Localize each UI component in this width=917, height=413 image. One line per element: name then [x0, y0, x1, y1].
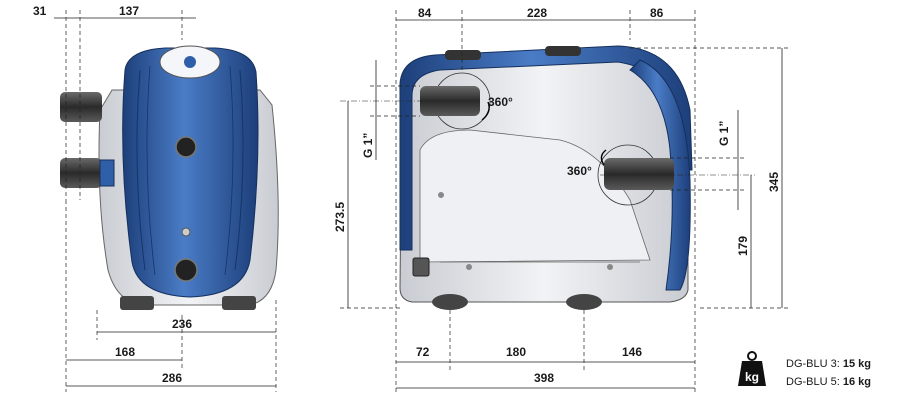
weight-line-1: DG-BLU 3: 15 kg	[786, 358, 871, 370]
dim-right-bottom-d: 398	[534, 371, 554, 385]
weight-line-2: DG-BLU 5: 16 kg	[786, 376, 871, 388]
front-foot-left	[120, 296, 154, 310]
dim-right-top-c: 86	[650, 6, 664, 20]
weight-value-1: 15 kg	[842, 358, 871, 370]
side-fitting-lower	[604, 158, 674, 190]
dim-right-bottom-b: 180	[506, 345, 526, 359]
front-control-knob	[184, 56, 196, 68]
rotation-arrow-lower	[600, 149, 607, 166]
side-view: 360° 360°	[399, 45, 693, 310]
dim-left-top-a: 31	[33, 4, 47, 18]
front-plug-upper	[175, 136, 197, 158]
dim-right-top-b: 228	[527, 6, 547, 20]
dim-thread-left: G 1”	[361, 133, 375, 158]
side-dimensions: 84 228 86 G 1” 273.5 G 1” 179 345 72 180…	[333, 6, 790, 395]
front-fitting-lower	[60, 158, 102, 188]
dim-right-height-a: 273.5	[333, 202, 347, 232]
weight-model-2: DG-BLU 5:	[786, 376, 843, 388]
rotation-label-upper: 360°	[488, 95, 513, 109]
weight-value-2: 16 kg	[842, 376, 871, 388]
dim-right-height-c: 179	[736, 236, 750, 256]
front-foot-right	[222, 296, 256, 310]
dim-right-bottom-a: 72	[416, 345, 430, 359]
dim-left-top-b: 137	[119, 4, 139, 18]
rotation-arrow-upper	[481, 101, 490, 121]
dim-thread-right: G 1”	[717, 121, 731, 146]
dim-right-bottom-c: 146	[622, 345, 642, 359]
dim-right-top-a: 84	[418, 6, 432, 20]
side-foot-right	[566, 294, 602, 310]
side-inner-panel	[419, 129, 651, 263]
weight-icon-label: kg	[745, 370, 759, 384]
front-fitting-upper	[60, 92, 102, 122]
dim-left-bottom-a: 236	[172, 317, 192, 331]
front-screw	[181, 227, 191, 237]
side-switch	[412, 257, 430, 277]
side-foot-left	[432, 294, 468, 310]
weight-icon: kg	[738, 351, 766, 386]
front-blue-body	[122, 47, 259, 298]
dim-left-bottom-b: 168	[115, 345, 135, 359]
rotation-label-lower: 360°	[567, 164, 592, 178]
dim-right-height-b: 345	[767, 172, 781, 192]
front-plug-lower	[174, 258, 198, 282]
side-blue-back	[629, 59, 691, 291]
dim-left-bottom-c: 286	[162, 371, 182, 385]
weight-model-1: DG-BLU 3:	[786, 358, 843, 370]
front-view	[60, 45, 279, 310]
front-dimensions: 31 137 236 168 286	[33, 4, 277, 392]
